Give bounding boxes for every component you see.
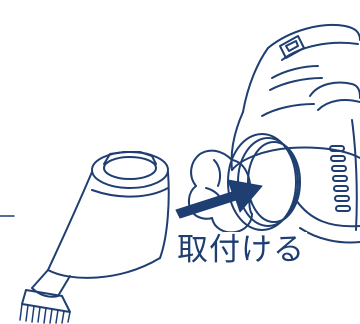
power-switch-icon <box>279 35 305 59</box>
insertion-arrow <box>175 179 263 219</box>
vent-slots <box>329 145 351 212</box>
instruction-caption: 取付ける <box>175 232 307 268</box>
brush-tip <box>19 289 71 324</box>
handheld-vacuum-body <box>227 24 360 244</box>
nozzle-attachment <box>31 151 170 298</box>
